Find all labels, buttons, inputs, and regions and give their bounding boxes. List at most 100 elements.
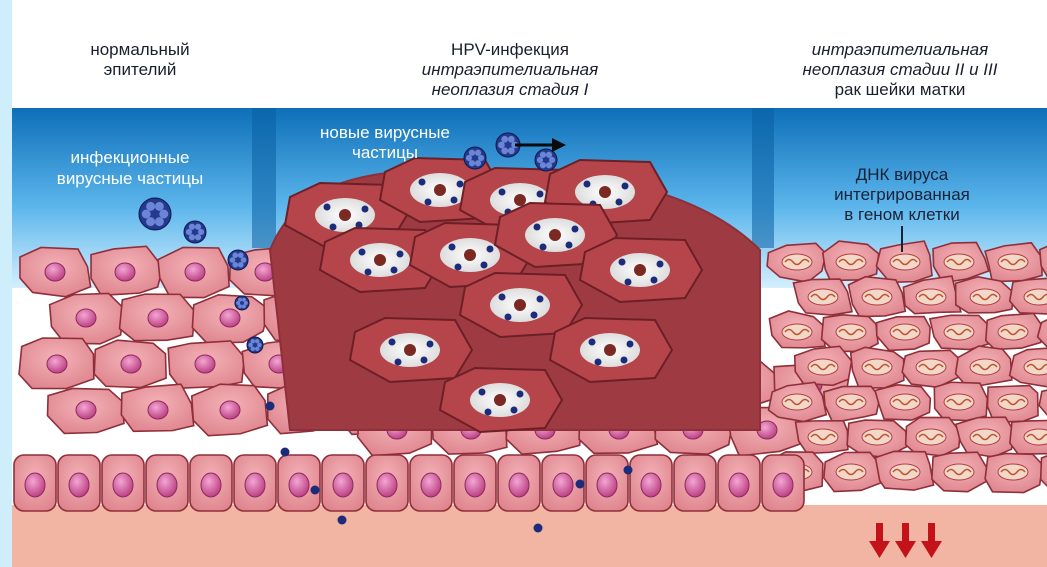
cell-nucleus: [553, 473, 573, 497]
viral-dna-nucleus: [836, 464, 866, 480]
virus-particle-icon: [425, 199, 432, 206]
virus-particle-icon: [389, 339, 396, 346]
viral-dna-nucleus: [916, 289, 946, 305]
cell-nucleus: [47, 355, 67, 373]
virus-particle-icon: [451, 197, 458, 204]
virus-particle-icon: [537, 296, 544, 303]
viral-dna-nucleus: [890, 254, 920, 270]
virus-particle-icon: [427, 341, 434, 348]
cell-nucleus: [76, 309, 96, 327]
virus-particle-icon: [627, 341, 634, 348]
cell-nucleus: [333, 473, 353, 497]
virus-particle-icon: [449, 244, 456, 251]
virus-capsomere: [466, 155, 472, 161]
cell-nucleus: [25, 473, 45, 497]
virus-capsomere: [238, 304, 242, 308]
virus-particle-icon: [455, 264, 462, 271]
virus-particle-icon: [619, 259, 626, 266]
virus-particle-icon: [621, 357, 628, 364]
viral-dna-nucleus: [944, 394, 974, 410]
cell-nucleus: [157, 473, 177, 497]
neoplastic-cell: [1041, 451, 1047, 491]
virus-capsomere: [255, 347, 259, 351]
virus-capsomere: [501, 147, 508, 154]
viral-dna-nucleus: [808, 359, 838, 375]
virus-particle-icon: [616, 199, 623, 206]
virus-capsomere: [255, 339, 259, 343]
cell-nucleus: [773, 473, 793, 497]
koilocyte-nucleus: [464, 249, 476, 261]
virus-particle-icon: [505, 314, 512, 321]
virus-particle-icon: [479, 389, 486, 396]
virus-particle-icon: [266, 402, 275, 411]
koilocyte-nucleus: [599, 186, 611, 198]
virus-particle-icon: [481, 262, 488, 269]
koilocyte-nucleus: [514, 194, 526, 206]
viral-dna-nucleus: [970, 429, 1000, 445]
koilocyte-nucleus: [339, 209, 351, 221]
cell-nucleus: [201, 473, 221, 497]
virus-capsomere: [549, 157, 555, 163]
viral-dna-nucleus: [782, 254, 812, 270]
virus-capsomere: [186, 229, 192, 235]
virus-particle-icon: [657, 261, 664, 268]
basement-membrane: [12, 505, 1047, 567]
cell-nucleus: [421, 473, 441, 497]
cell-nucleus: [245, 473, 265, 497]
virus-capsomere: [540, 152, 546, 158]
cell-nucleus: [121, 355, 141, 373]
viral-dna-nucleus: [916, 429, 946, 445]
virus-particle-icon: [397, 251, 404, 258]
cell-nucleus: [220, 401, 240, 419]
koilocyte-nucleus: [494, 394, 506, 406]
cell-nucleus: [195, 355, 215, 373]
cell-nucleus: [597, 473, 617, 497]
viral-dna-nucleus: [970, 289, 1000, 305]
viral-dna-nucleus: [970, 359, 1000, 375]
virus-particle-icon: [324, 204, 331, 211]
viral-dna-nucleus: [836, 324, 866, 340]
annotation-line: частицы: [352, 143, 418, 162]
virus-particle-icon: [362, 206, 369, 213]
virus-particle-icon: [651, 277, 658, 284]
virus-particle-icon: [281, 448, 290, 457]
viral-dna-nucleus: [998, 254, 1028, 270]
virus-capsomere: [236, 301, 240, 305]
virus-particle-icon: [499, 189, 506, 196]
virus-capsomere: [238, 252, 244, 258]
cell-nucleus: [641, 473, 661, 497]
virus-capsomere: [498, 142, 505, 149]
virus-capsomere: [248, 343, 252, 347]
virus-particle-icon: [391, 267, 398, 274]
invasion-arrows: [869, 523, 942, 558]
cell-nucleus: [465, 473, 485, 497]
cell-nucleus: [289, 473, 309, 497]
virus-capsomere: [195, 224, 201, 230]
virus-particle-icon: [534, 524, 543, 533]
viral-dna-nucleus: [944, 464, 974, 480]
virus-capsomere: [242, 304, 246, 308]
annotation-line: в геном клетки: [844, 205, 959, 224]
viral-dna-nucleus: [998, 394, 1028, 410]
annotation-line: ДНК вируса: [856, 165, 949, 184]
virus-particle-icon: [534, 224, 541, 231]
virus-capsomere: [469, 150, 475, 156]
virus-particle-icon: [625, 279, 632, 286]
koilocyte-nucleus: [434, 184, 446, 196]
virus-capsomere: [189, 224, 195, 230]
virus-capsomere: [546, 152, 552, 158]
cell-nucleus: [729, 473, 749, 497]
virus-capsomere: [469, 160, 475, 166]
viral-dna-nucleus: [782, 394, 812, 410]
virus-capsomere: [159, 210, 168, 219]
cell-nucleus: [185, 263, 205, 281]
cell-nucleus: [148, 401, 168, 419]
viral-dna-nucleus: [944, 254, 974, 270]
cell-nucleus: [115, 263, 135, 281]
virus-capsomere: [241, 257, 247, 263]
virus-particle-icon: [487, 246, 494, 253]
virus-capsomere: [230, 257, 236, 263]
virus-particle-icon: [457, 181, 464, 188]
cell-nucleus: [76, 401, 96, 419]
virus-capsomere: [142, 210, 151, 219]
